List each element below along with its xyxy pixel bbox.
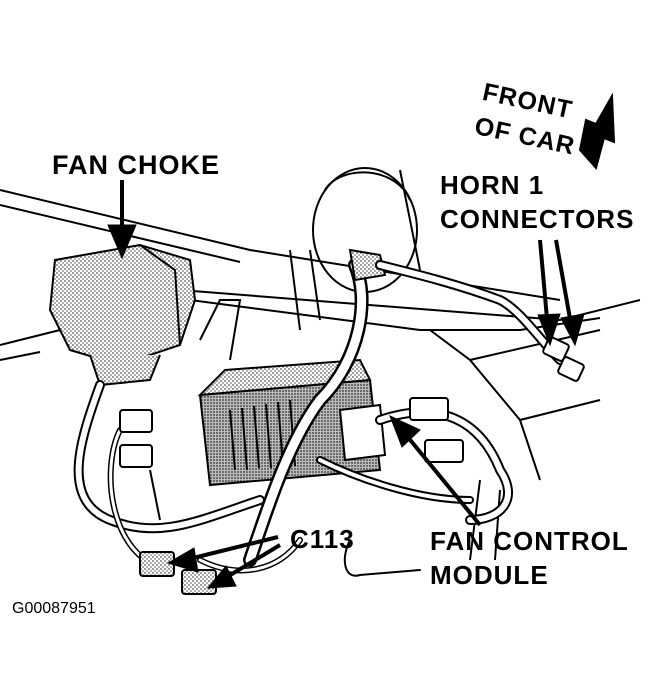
module-label: MODULE <box>430 560 549 590</box>
fan-control-module <box>197 358 387 487</box>
fan-control-label: FAN CONTROL <box>430 526 629 556</box>
connector-right-lower <box>424 439 464 463</box>
figure-id: G00087951 <box>12 600 96 617</box>
c113-connector-a <box>139 551 175 577</box>
connector-left-lower <box>119 444 153 468</box>
front-of-car-arrow-icon <box>578 92 616 171</box>
horn-connector-2 <box>557 356 585 382</box>
connectors <box>119 336 585 595</box>
connector-right-upper <box>409 397 449 421</box>
c113-label: C113 <box>290 524 355 554</box>
connector-left-upper <box>119 409 153 433</box>
fan-choke-label: FAN CHOKE <box>52 150 221 180</box>
callout-arrows <box>107 180 585 589</box>
fan-choke-component <box>48 243 197 387</box>
horn-1-label: HORN 1 <box>440 170 545 200</box>
connectors-label: CONNECTORS <box>440 204 635 234</box>
wiring-harness <box>73 248 565 577</box>
c113-connector-b <box>181 569 217 595</box>
